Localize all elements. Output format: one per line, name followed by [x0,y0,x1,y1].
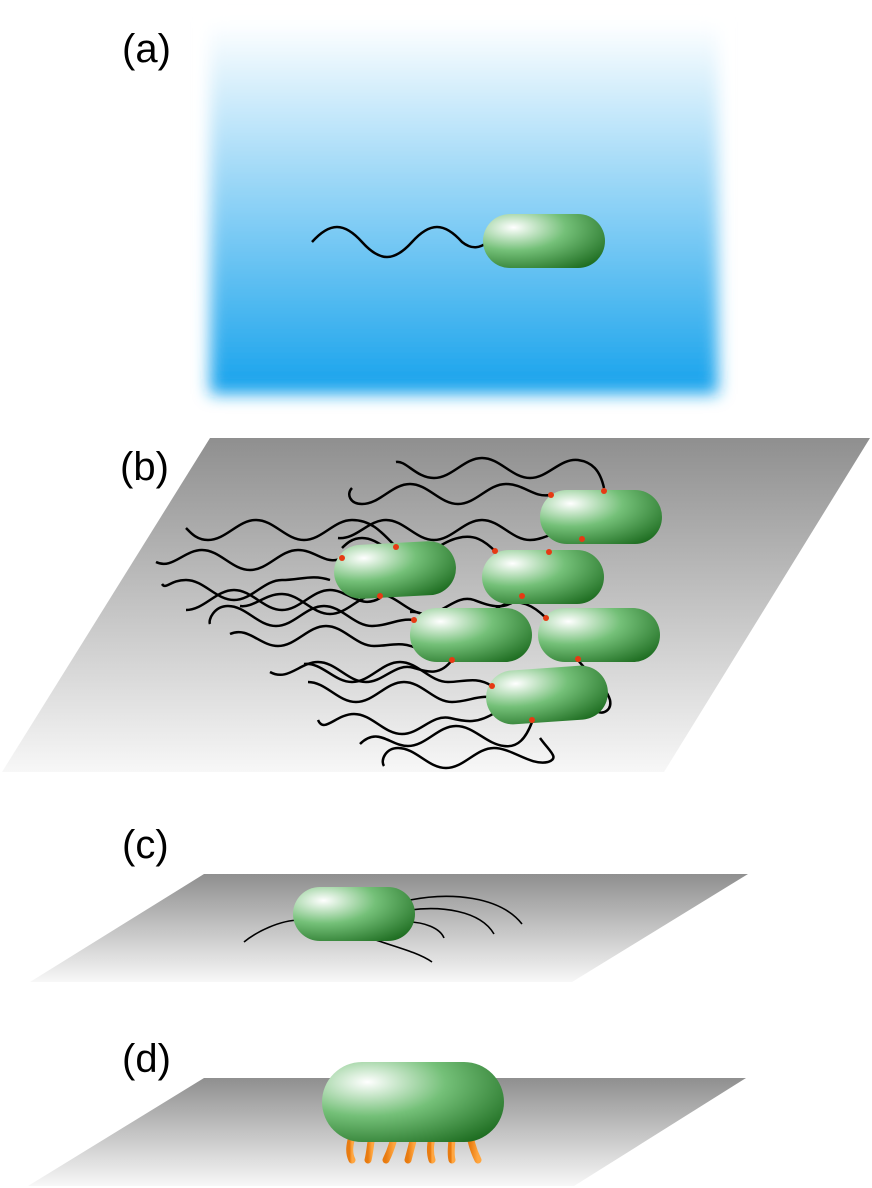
wavy-flagellum-icon [348,482,551,506]
wavy-flagellum-icon [185,518,396,547]
wavy-flagellum-icon [395,456,606,489]
wavy-flagellum-icon [229,624,421,652]
motor-dot [411,617,417,623]
wavy-flagellum-icon [185,588,381,612]
swarm-cells [334,490,662,725]
motor-dot [579,536,585,542]
rod-bacterium-icon [334,541,456,599]
wavy-flagellum-icon [359,721,534,748]
motor-dot [543,615,549,621]
rod-bacterium-icon [486,665,608,725]
filament-line [409,895,523,925]
motor-dot [449,657,455,663]
panel-c: (c) [30,823,748,982]
wavy-flagellum-icon [307,680,501,704]
panel-b: (b) [2,438,870,772]
wavy-flagellum-icon [303,660,493,688]
motor-dot [548,492,554,498]
flagellar-motors [339,488,607,723]
surface-filaments [243,895,523,963]
rod-bacterium-icon [293,887,415,941]
panel-c-label: (c) [122,823,169,867]
wavy-flagellum-icon [316,710,497,736]
wavy-flagellum-icon [208,604,415,628]
rod-bacterium-icon [540,490,662,544]
panel-d: (d) [28,1037,746,1186]
rod-bacterium-icon [482,550,604,604]
motor-dot [529,717,535,723]
wavy-flagellum-icon [311,225,489,259]
rod-bacterium-icon [483,214,605,268]
rod-bacterium-icon [538,608,660,662]
panel-d-label: (d) [122,1037,171,1081]
motor-dot [339,555,345,561]
wavy-flagellum-icon [337,518,581,542]
motor-dot [489,683,495,689]
wavy-flagellum-icon [269,659,453,684]
motor-dot [377,593,383,599]
liquid-medium [210,22,718,394]
motor-dot [519,593,525,599]
motor-dot [393,544,399,550]
panel-a-label: (a) [122,27,171,71]
filament-line [409,907,495,935]
wavy-flagellum-icon [160,576,331,602]
motor-dot [575,656,581,662]
motor-dot [546,549,552,555]
panel-a: (a) [122,22,718,394]
motor-dot [601,488,607,494]
rod-bacterium-icon [410,608,532,662]
wavy-flagellum-icon [155,548,343,572]
motor-dot [492,548,498,554]
panel-b-label: (b) [120,445,169,489]
wavy-flagellum-icon [381,737,555,770]
rod-bacterium-icon [322,1062,504,1142]
